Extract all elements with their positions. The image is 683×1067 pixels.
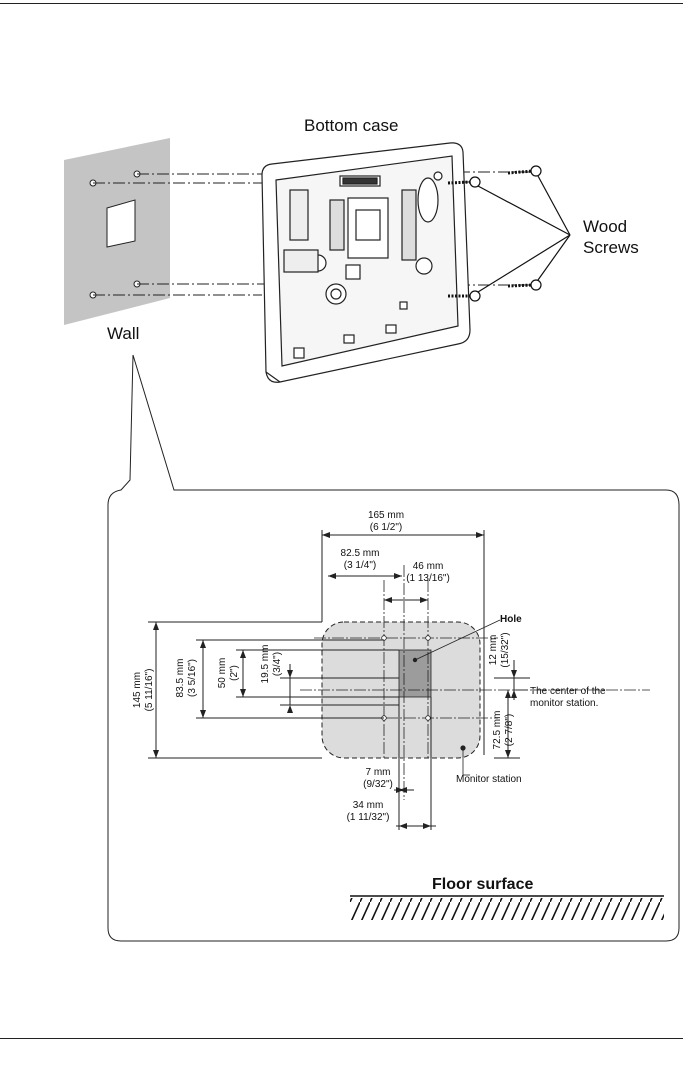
bottom-rule [0,1038,683,1039]
dim-46-label: 46 mm [413,561,444,572]
dim-145-label: 145 mm [132,672,143,708]
dim-72-5-label: 72.5 mm [492,711,503,750]
center-label-line2: monitor station. [530,698,598,709]
detail-callout-frame [107,354,680,942]
bottom-case [261,142,471,383]
hole-label: Hole [500,614,522,625]
dim-19-5-label: 19.5 mm [260,645,271,684]
bottom-case-label: Bottom case [304,116,399,135]
dim-46-inch: (1 13/16") [406,573,450,584]
dimension-arrows [153,532,517,829]
dim-34-inch: (1 11/32") [347,812,390,823]
wall-label: Wall [107,324,139,343]
dim-7-label: 7 mm [366,767,391,778]
dim-50-label: 50 mm [217,658,228,689]
dim-19-5-inch: (3/4") [272,652,283,676]
dim-82-5-label: 82.5 mm [341,548,380,559]
wood-screws-label-2: Screws [583,238,639,257]
dim-165-label: 165 mm [368,510,404,521]
monitor-station-label: Monitor station [456,774,522,785]
center-label-line1: The center of the [530,686,606,697]
dim-7-inch: (9/32") [363,779,393,790]
center-lines [300,565,650,800]
wall-panel [64,138,170,325]
floor-surface-label: Floor surface [432,876,533,893]
dim-12-label: 12 mm [488,635,499,666]
dim-165-inch: (6 1/2") [370,522,402,533]
dim-83-5-inch: (3 5/16") [187,659,198,697]
dim-34-label: 34 mm [353,800,384,811]
dim-82-5-inch: (3 1/4") [344,560,376,571]
dim-72-5-inch: (2 7/8") [504,714,515,746]
dim-83-5-label: 83.5 mm [175,659,186,698]
dimension-lines [148,530,530,830]
wood-screws-label-1: Wood [583,217,627,236]
wood-screws [447,165,542,302]
dim-12-inch: (15/32") [500,632,511,667]
dim-50-inch: (2") [229,665,240,681]
dim-145-inch: (5 11/16") [144,669,155,712]
leader-lines [412,619,528,776]
screw-leader-lines [477,175,571,293]
top-rule [0,3,683,4]
floor-hatch [350,898,664,920]
